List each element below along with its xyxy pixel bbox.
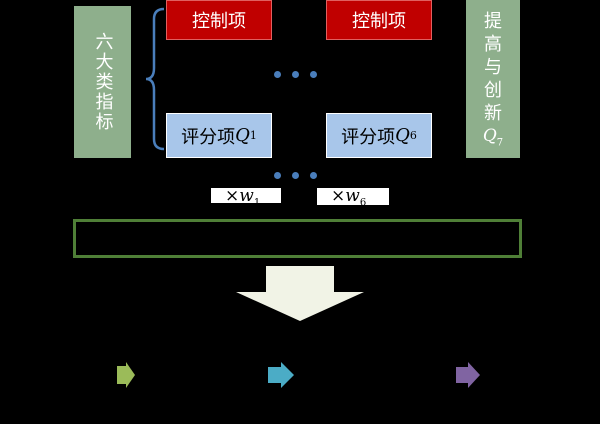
- score-item-sub: 1: [249, 129, 257, 142]
- innovation-char: 高: [484, 34, 502, 55]
- innovation-var: Q7: [482, 126, 504, 149]
- control-item-label: 控制项: [192, 11, 246, 32]
- innovation-char: 与: [484, 57, 502, 78]
- innovation-char: 新: [484, 103, 502, 124]
- chevron-right-icon: [456, 362, 480, 388]
- innovation-char: 创: [484, 80, 502, 101]
- ellipsis-icon: [274, 71, 324, 79]
- weight-label: ×w6: [317, 188, 389, 205]
- score-item-sub: 6: [409, 129, 417, 142]
- indicator-label: 六大类指标: [92, 32, 114, 132]
- result-frame: [73, 219, 522, 258]
- control-item-label: 控制项: [352, 11, 406, 32]
- score-item-label: 评分项: [341, 126, 396, 148]
- innovation-box: 提 高 与 创 新 Q7: [466, 0, 520, 158]
- chevron-right-icon: [117, 362, 135, 388]
- control-item: 控制项: [166, 0, 272, 40]
- indicator-box: 六大类指标: [74, 6, 131, 158]
- control-item: 控制项: [326, 0, 432, 40]
- score-item-label: 评分项: [181, 126, 236, 148]
- ellipsis-icon: [274, 172, 324, 180]
- down-arrow-icon: [236, 266, 364, 321]
- score-item-var: Q: [235, 125, 250, 146]
- score-item-var: Q: [395, 125, 410, 146]
- innovation-char: 提: [484, 11, 502, 32]
- bracket-icon: [145, 7, 165, 151]
- weight-label: ×w1: [211, 188, 281, 203]
- chevron-right-icon: [268, 362, 294, 388]
